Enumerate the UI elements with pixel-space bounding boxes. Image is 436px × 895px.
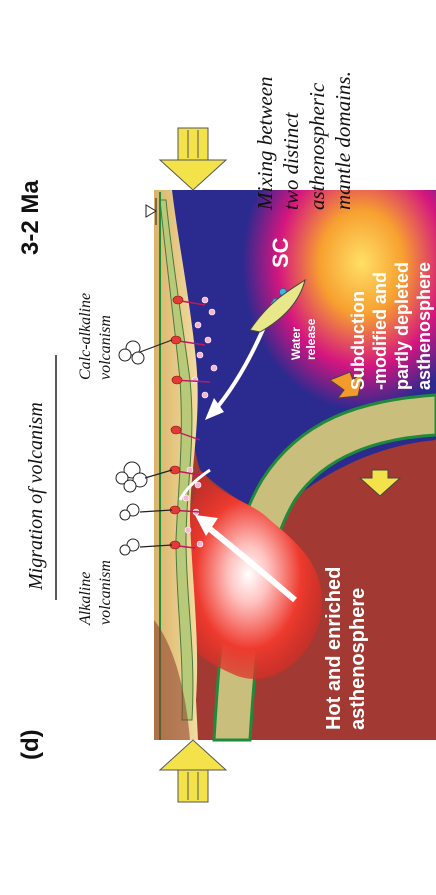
calc-alkaline-label-line1: Calc-alkaline: [77, 293, 94, 380]
water-label-line2: release: [304, 318, 318, 360]
subduction-label-line2: -modified and: [370, 272, 390, 390]
compression-arrow-bottom: [160, 740, 226, 802]
subduction-label-line1: Subduction: [348, 291, 368, 390]
mixing-note-line1: Mixing between: [253, 76, 277, 211]
mixing-note-line3: asthenospheric: [305, 82, 329, 210]
subduction-label-line4: asthenosphere: [414, 262, 434, 390]
alkaline-label-line2: volcanism: [97, 560, 114, 625]
subduction-label-line3: partly depleted: [392, 262, 412, 390]
time-label: 3-2 Ma: [17, 180, 44, 255]
compression-arrow-top: [160, 128, 226, 190]
water-label-line1: Water: [289, 327, 303, 360]
svg-text:Alkaline volcanism: Alkaline volcanism: [77, 560, 114, 626]
sc-label: SC: [268, 237, 293, 268]
panel-label: (d): [17, 729, 44, 760]
svg-text:Calc-alkaline volcanism: Calc-alkaline volcanism: [77, 289, 114, 380]
mixing-note-line2: two distinct: [279, 111, 303, 210]
hot-label-line2: asthenosphere: [347, 588, 369, 730]
calc-alkaline-label-line2: volcanism: [97, 315, 114, 380]
migration-label: Migration of volcanism: [25, 402, 47, 591]
svg-text:Water release: Water release: [289, 318, 318, 360]
eruption-clouds: [116, 341, 147, 555]
alkaline-label-line1: Alkaline: [77, 572, 94, 626]
mixing-note-line4: mantle domains.: [331, 71, 355, 210]
hot-label-line1: Hot and enriched: [323, 567, 345, 730]
